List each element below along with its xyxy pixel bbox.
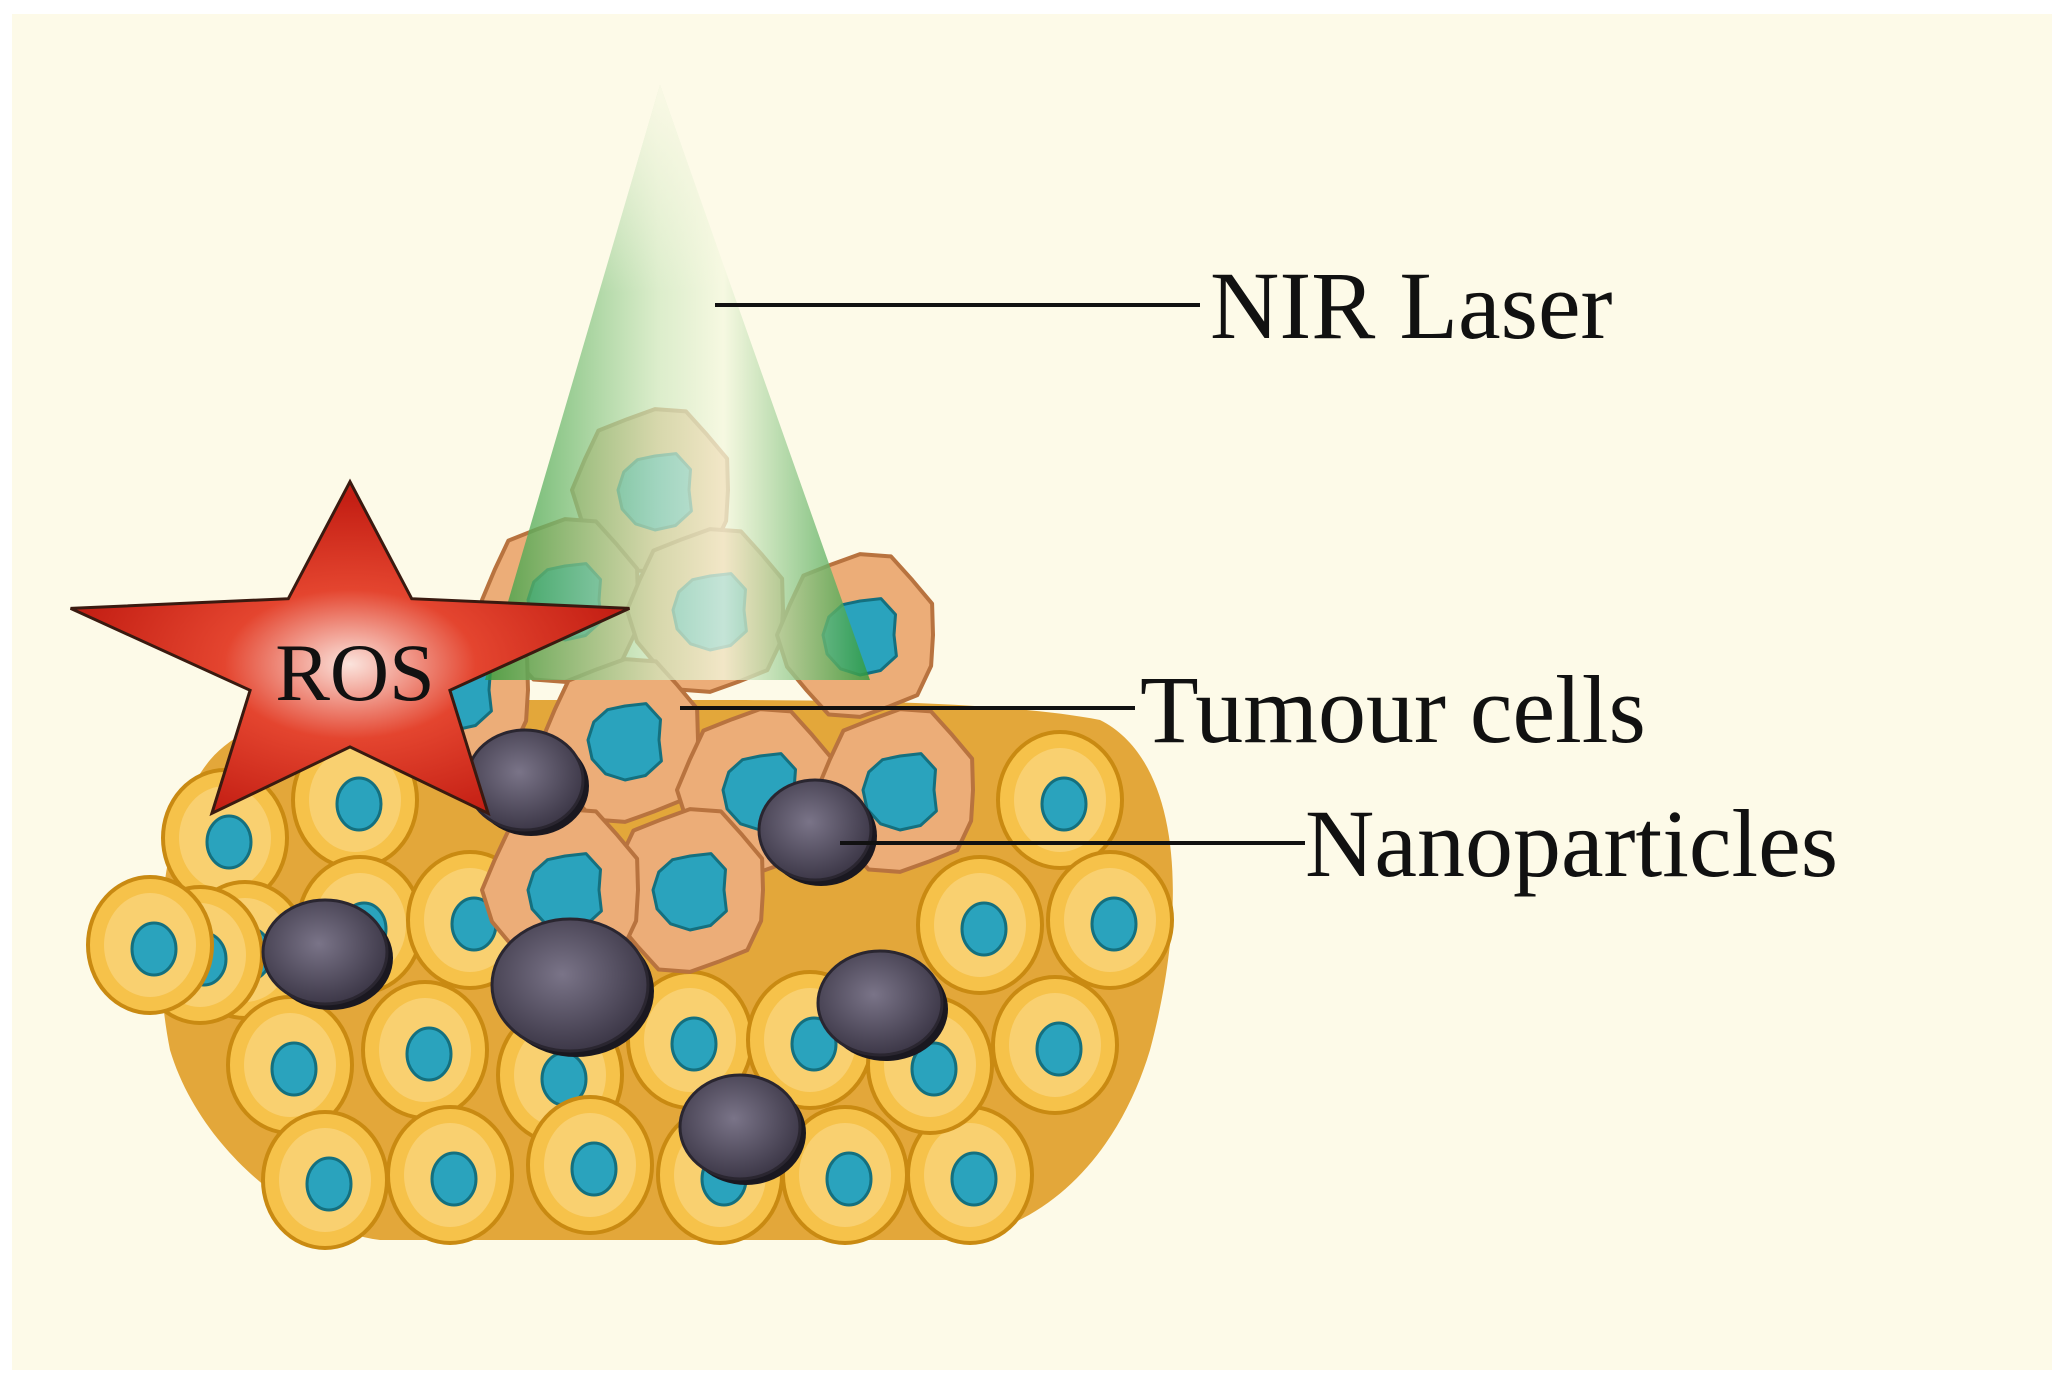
nanoparticle (816, 949, 948, 1061)
healthy-cell (86, 875, 214, 1015)
ros-label: ROS (275, 627, 435, 718)
healthy-cell (226, 995, 354, 1135)
healthy-cell (991, 975, 1119, 1115)
nanoparticle (490, 917, 654, 1057)
nanoparticle (757, 778, 877, 886)
healthy-cell (161, 768, 289, 908)
healthy-cell (781, 1105, 909, 1245)
nanoparticles-label: Nanoparticles (1305, 790, 1838, 897)
tumour-cells-label: Tumour cells (1140, 656, 1646, 763)
nanoparticle (261, 898, 393, 1010)
nanoparticles-group (261, 728, 948, 1185)
healthy-cell (1046, 850, 1174, 990)
nir-laser-label: NIR Laser (1210, 252, 1613, 359)
healthy-cell (361, 980, 489, 1120)
nir-laser-beam (485, 85, 870, 680)
healthy-cell (906, 1105, 1034, 1245)
healthy-cell (386, 1105, 514, 1245)
ros-star: ROS (69, 478, 631, 817)
healthy-cell (291, 730, 419, 870)
healthy-cell (261, 1110, 389, 1250)
healthy-cell (916, 855, 1044, 995)
nanoparticle (678, 1073, 806, 1185)
healthy-cell (526, 1095, 654, 1235)
healthy-cell (996, 730, 1124, 870)
nanoparticle (465, 728, 589, 836)
